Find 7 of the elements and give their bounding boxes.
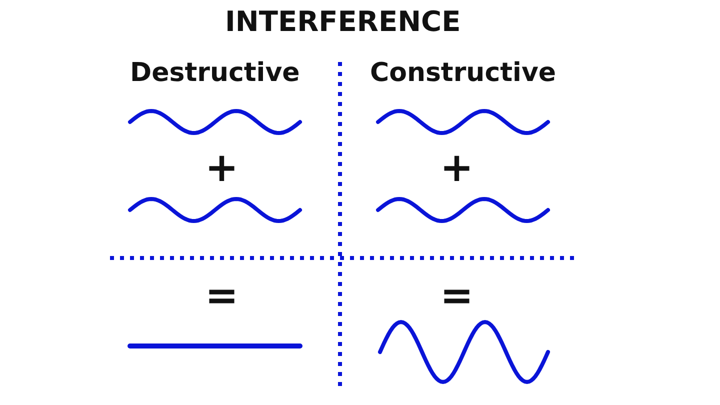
equals-sign: =	[205, 276, 239, 316]
equals-sign: =	[440, 276, 474, 316]
plus-sign: +	[205, 148, 239, 188]
column-heading: Constructive	[370, 60, 556, 86]
column-heading: Destructive	[130, 60, 300, 86]
title: INTERFERENCE	[225, 8, 461, 36]
plus-sign: +	[440, 148, 474, 188]
